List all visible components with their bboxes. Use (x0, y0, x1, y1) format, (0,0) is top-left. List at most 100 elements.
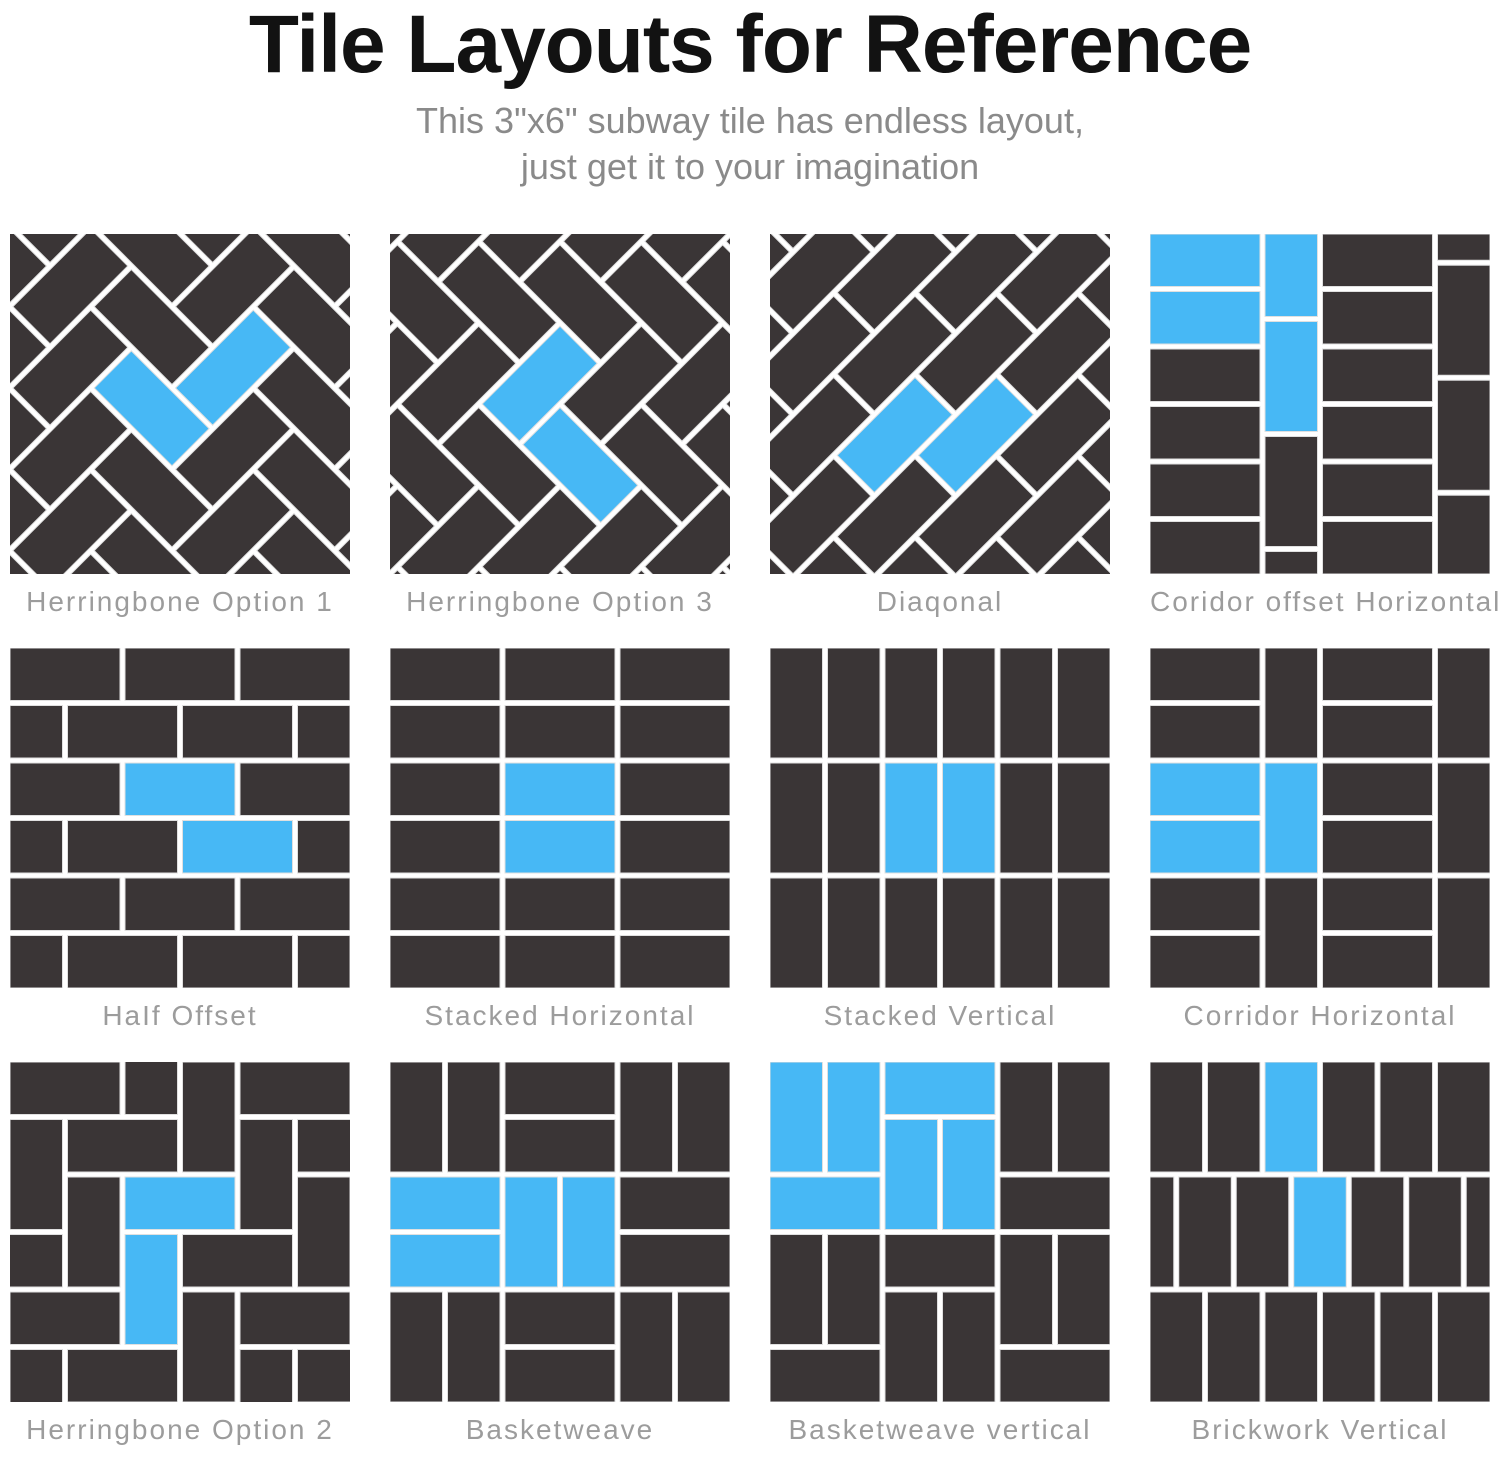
tile (239, 1291, 350, 1346)
highlighted-tile (124, 1176, 236, 1231)
highlighted-tile (1264, 762, 1318, 874)
tile (12, 472, 129, 575)
highlighted-tile (884, 1062, 996, 1116)
tile (1207, 1291, 1261, 1403)
tile (644, 325, 730, 443)
tile (297, 935, 350, 989)
tile (504, 877, 616, 932)
tile (1264, 551, 1318, 575)
tile-pattern-card: Stacked Horizontal (390, 648, 730, 1032)
tile (1322, 1291, 1376, 1403)
tile (1322, 234, 1433, 288)
page-subtitle: This 3"x6" subway tile has endless layou… (0, 98, 1500, 190)
highlighted-tile (481, 325, 598, 443)
tile (827, 1234, 881, 1346)
tile (999, 539, 1110, 575)
tile (999, 377, 1110, 494)
tile (1322, 348, 1433, 403)
highlighted-tile (884, 762, 938, 874)
pattern-label: Herringbone Option 1 (26, 586, 334, 618)
tile (1322, 705, 1433, 759)
tile (10, 877, 121, 932)
highlighted-tile (504, 762, 616, 817)
tile (836, 295, 953, 413)
tile (1379, 1062, 1433, 1173)
highlighted-tile (770, 1062, 823, 1173)
tile (562, 234, 680, 280)
tile (619, 1062, 673, 1173)
pattern-swatch-herringbone45 (390, 234, 730, 575)
tile (10, 1062, 121, 1116)
tile (182, 1062, 236, 1173)
page-title: Tile Layouts for Reference (248, 0, 1252, 90)
tile (619, 1291, 673, 1403)
tile (884, 1291, 938, 1403)
tile (1437, 234, 1490, 261)
tile (1322, 877, 1433, 932)
tile (999, 295, 1110, 413)
tile (1150, 521, 1261, 575)
tile (1150, 1062, 1203, 1173)
tile (239, 1062, 350, 1116)
tile (644, 488, 730, 575)
tile-pattern-card: Coridor offset Horizontal (1150, 234, 1500, 618)
tile (942, 877, 996, 989)
tile (999, 1349, 1110, 1403)
tile (390, 234, 436, 280)
pattern-swatch-corridor-horizontal (1150, 648, 1490, 989)
highlighted-tile (93, 350, 210, 467)
tile (400, 488, 517, 575)
tile (1322, 648, 1433, 702)
tile (390, 488, 436, 575)
tile (1322, 820, 1433, 874)
tile (1437, 762, 1490, 874)
tile (1350, 1176, 1405, 1288)
tile (481, 488, 598, 575)
pattern-swatch-diagonal45 (770, 234, 1110, 575)
tile (1150, 1176, 1175, 1288)
tile (400, 325, 517, 443)
tile (917, 295, 1035, 413)
tile (1322, 935, 1433, 989)
tile (1264, 1291, 1318, 1403)
tile (12, 391, 129, 508)
highlighted-tile (174, 309, 292, 427)
tile-pattern-card: Basketweave vertical (770, 1062, 1110, 1446)
tile (504, 1119, 616, 1173)
tile (1057, 648, 1110, 759)
tile-pattern-card: Stacked Vertical (770, 648, 1110, 1032)
tile (239, 1349, 293, 1403)
highlighted-tile (504, 820, 616, 874)
tile (999, 762, 1053, 874)
tile (770, 648, 823, 759)
tile (884, 1234, 996, 1288)
tile (1207, 1062, 1261, 1173)
pattern-label: Coridor offset Horizontal (1150, 586, 1500, 618)
tile (770, 234, 872, 331)
highlighted-tile (1264, 1062, 1318, 1173)
pattern-swatch-corridor-offset-horizontal (1150, 234, 1490, 575)
tile-pattern-card: Brickwork Vertical (1150, 1062, 1490, 1446)
tile (677, 1291, 730, 1403)
tile (836, 234, 953, 331)
tile (124, 877, 236, 932)
tile (10, 269, 48, 386)
tile (999, 1062, 1053, 1173)
tile (239, 1119, 293, 1231)
tile (1322, 521, 1433, 575)
tile-pattern-card: Corridor Horizontal (1150, 648, 1490, 1032)
highlighted-tile (390, 1234, 501, 1288)
tile (10, 705, 63, 759)
highlighted-tile (942, 1119, 996, 1231)
tile (390, 877, 501, 932)
tile (239, 648, 350, 702)
tile (999, 234, 1110, 331)
pattern-label: Herringbone Option 2 (26, 1414, 334, 1446)
highlighted-tile (562, 1176, 616, 1288)
tile (10, 1234, 63, 1288)
pattern-label: Stacked Vertical (823, 1000, 1057, 1032)
tile (297, 705, 350, 759)
tile (1264, 436, 1318, 548)
tile (770, 377, 872, 494)
tile (297, 1349, 350, 1403)
